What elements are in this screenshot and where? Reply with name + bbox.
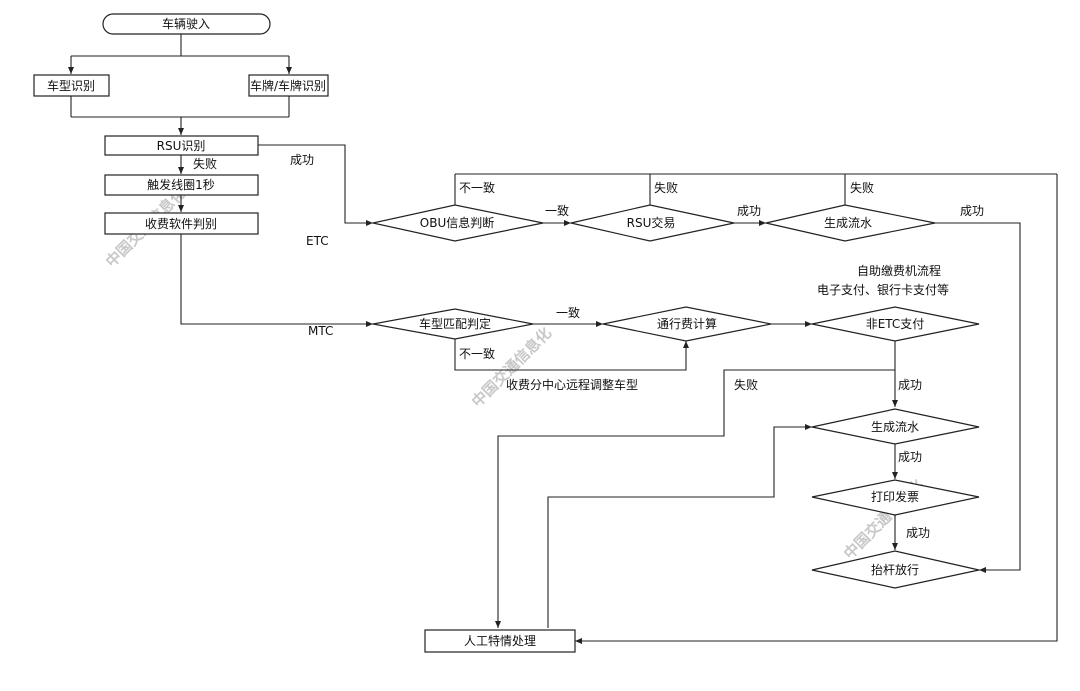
- vehicle-type-box: 车型识别: [33, 74, 110, 97]
- label-fail-2: 失败: [654, 180, 678, 195]
- toll-software-label: 收费软件判别: [145, 217, 217, 231]
- gen-flow-top-diamond: 生成流水: [765, 204, 936, 242]
- type-match-label: 车型匹配判定: [419, 316, 491, 331]
- label-success-4: 成功: [898, 378, 922, 392]
- label-fail-3: 失败: [850, 180, 874, 195]
- manual-box: 人工特情处理: [424, 629, 576, 653]
- plate-label: 车牌/车牌识别: [250, 78, 326, 93]
- label-self-service-1: 自助缴费机流程: [857, 263, 941, 278]
- rsu-identify-label: RSU识别: [157, 139, 206, 153]
- non-etc-diamond: 非ETC支付: [811, 306, 980, 342]
- watermark-2: 中国交通信息化: [468, 324, 555, 411]
- manual-label: 人工特情处理: [464, 633, 536, 648]
- lift-bar-label: 抬杆放行: [871, 562, 919, 577]
- toll-software-box: 收费软件判别: [104, 212, 259, 235]
- label-self-service-2: 电子支付、银行卡支付等: [817, 283, 949, 297]
- label-remote-adjust: 收费分中心远程调整车型: [506, 377, 638, 392]
- label-success-1: 成功: [290, 153, 314, 167]
- gen-flow-top-label: 生成流水: [824, 216, 872, 230]
- rsu-identify-box: RSU识别: [104, 135, 259, 156]
- plate-box: 车牌/车牌识别: [248, 74, 329, 97]
- label-fail-4: 失败: [734, 377, 758, 392]
- rsu-trade-diamond: RSU交易: [570, 204, 735, 242]
- toll-calc-diamond: 通行费计算: [602, 306, 772, 342]
- start-node: 车辆驶入: [102, 13, 271, 35]
- connectors: [68, 34, 1058, 644]
- label-success-6: 成功: [906, 526, 930, 540]
- label-mtc: MTC: [308, 324, 333, 338]
- print-invoice-diamond: 打印发票: [811, 479, 980, 516]
- gen-flow-label: 生成流水: [871, 420, 919, 434]
- label-mismatch-top: 不一致: [459, 181, 495, 195]
- obu-check-diamond: OBU信息判断: [372, 204, 544, 242]
- print-invoice-label: 打印发票: [871, 489, 919, 504]
- obu-check-label: OBU信息判断: [420, 215, 494, 230]
- vehicle-type-label: 车型识别: [47, 78, 95, 93]
- toll-calc-label: 通行费计算: [657, 316, 717, 331]
- label-consistent-2: 一致: [556, 306, 580, 320]
- start-label: 车辆驶入: [162, 16, 210, 31]
- label-success-3: 成功: [960, 204, 984, 218]
- label-fail-1: 失败: [193, 156, 217, 171]
- type-match-diamond: 车型匹配判定: [372, 308, 534, 340]
- label-consistent-1: 一致: [545, 204, 569, 218]
- non-etc-label: 非ETC支付: [866, 317, 925, 331]
- label-success-2: 成功: [737, 204, 761, 218]
- lift-bar-diamond: 抬杆放行: [811, 550, 980, 589]
- trigger-coil-label: 触发线圈1秒: [147, 177, 215, 192]
- label-etc: ETC: [306, 234, 329, 248]
- label-success-5: 成功: [898, 450, 922, 464]
- rsu-trade-label: RSU交易: [627, 215, 676, 230]
- watermark-group: 中国交通信息化 中国交通信息化 中国交通信息化: [102, 184, 927, 563]
- gen-flow-diamond: 生成流水: [811, 408, 980, 445]
- label-mismatch-2: 不一致: [459, 347, 495, 361]
- trigger-coil-box: 触发线圈1秒: [104, 174, 259, 196]
- edge-labels: 失败 成功 ETC 不一致 一致 失败 成功 失败 成功 MTC 一致 不一致 …: [193, 153, 984, 540]
